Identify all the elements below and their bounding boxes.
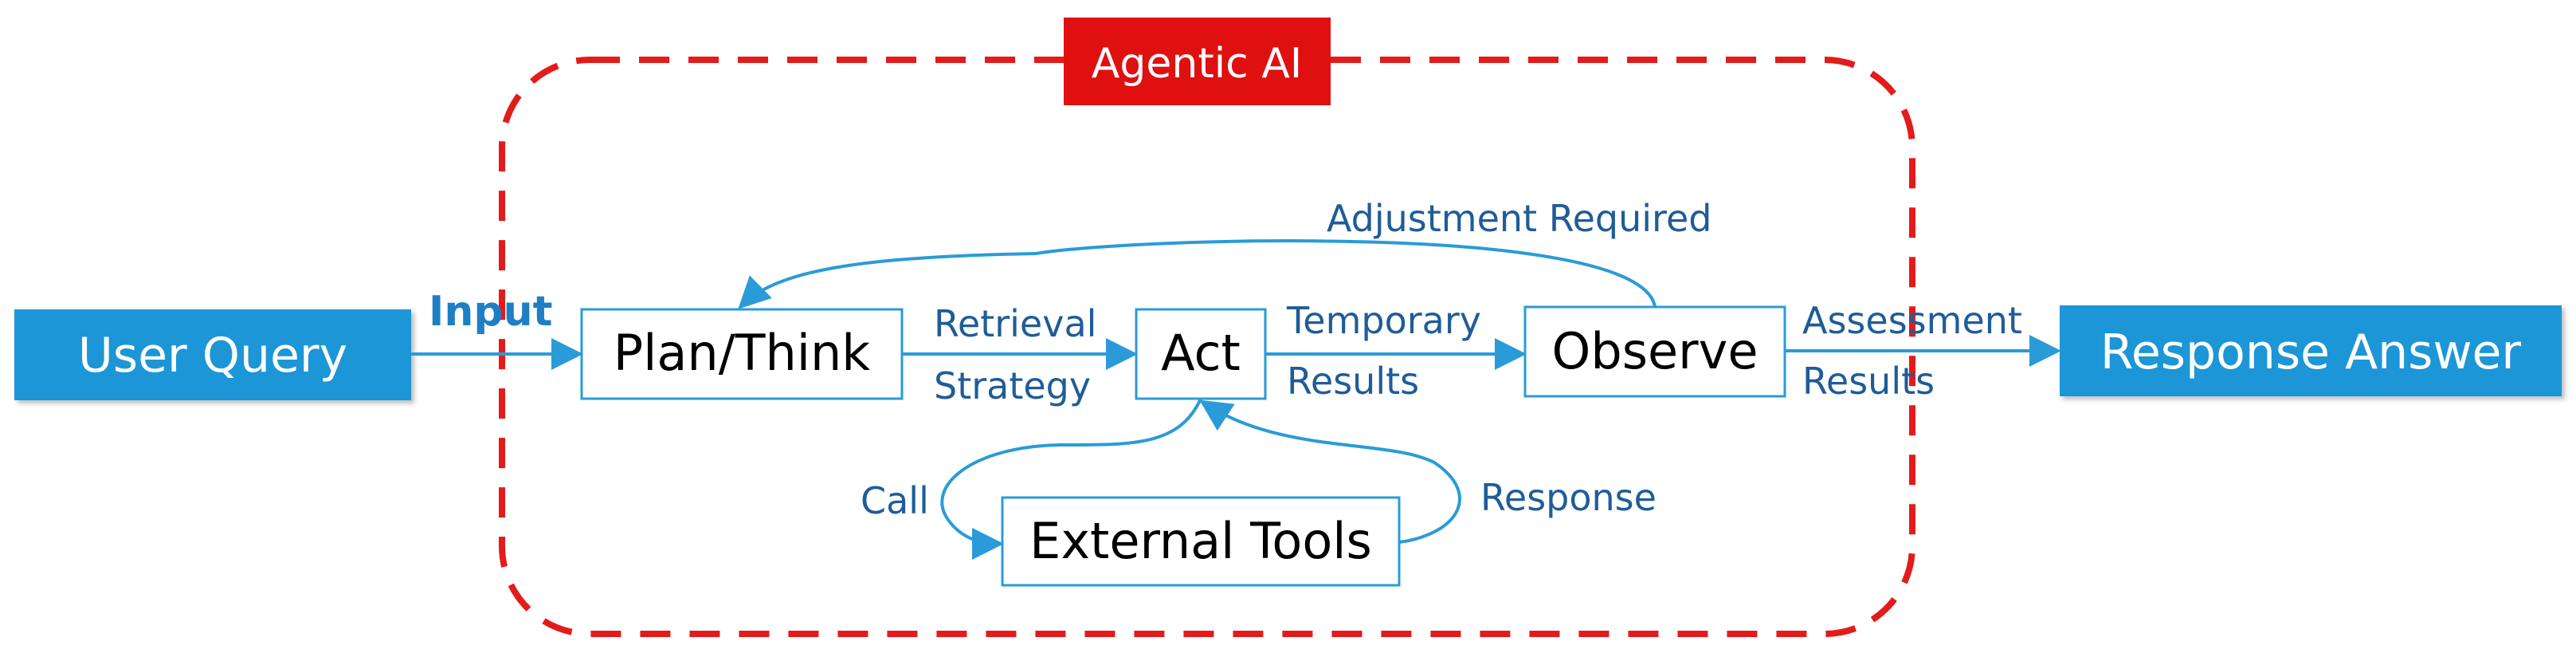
edge-label-strategy: Strategy <box>934 364 1091 407</box>
edge-label-retrieval: Retrieval <box>934 302 1096 345</box>
edge-label-adjustment-required: Adjustment Required <box>1327 197 1711 240</box>
response-answer-box <box>2060 305 2562 396</box>
edge-label-results-temp: Results <box>1287 360 1419 403</box>
edge-label-temporary: Temporary <box>1286 299 1481 342</box>
arrow-adjustment-required <box>738 239 1657 309</box>
plan-think-label: Plan/Think <box>614 324 870 382</box>
agentic-ai-title-box <box>1064 18 1331 105</box>
response-answer-label: Response Answer <box>2100 325 2522 380</box>
external-tools-label: External Tools <box>1029 512 1372 570</box>
user-query-box <box>14 309 411 400</box>
edge-label-results-assess: Results <box>1802 360 1935 403</box>
edge-label-response: Response <box>1480 476 1657 519</box>
act-label: Act <box>1161 324 1241 382</box>
edge-label-call: Call <box>861 479 929 522</box>
edge-label-assessment: Assessment <box>1802 299 2022 342</box>
observe-label: Observe <box>1552 322 1759 380</box>
arrow-response <box>1199 399 1461 544</box>
arrow-call <box>940 398 1202 560</box>
edge-label-input: Input <box>429 288 552 336</box>
agentic-ai-title: Agentic AI <box>1092 40 1302 88</box>
user-query-label: User Query <box>78 328 347 384</box>
